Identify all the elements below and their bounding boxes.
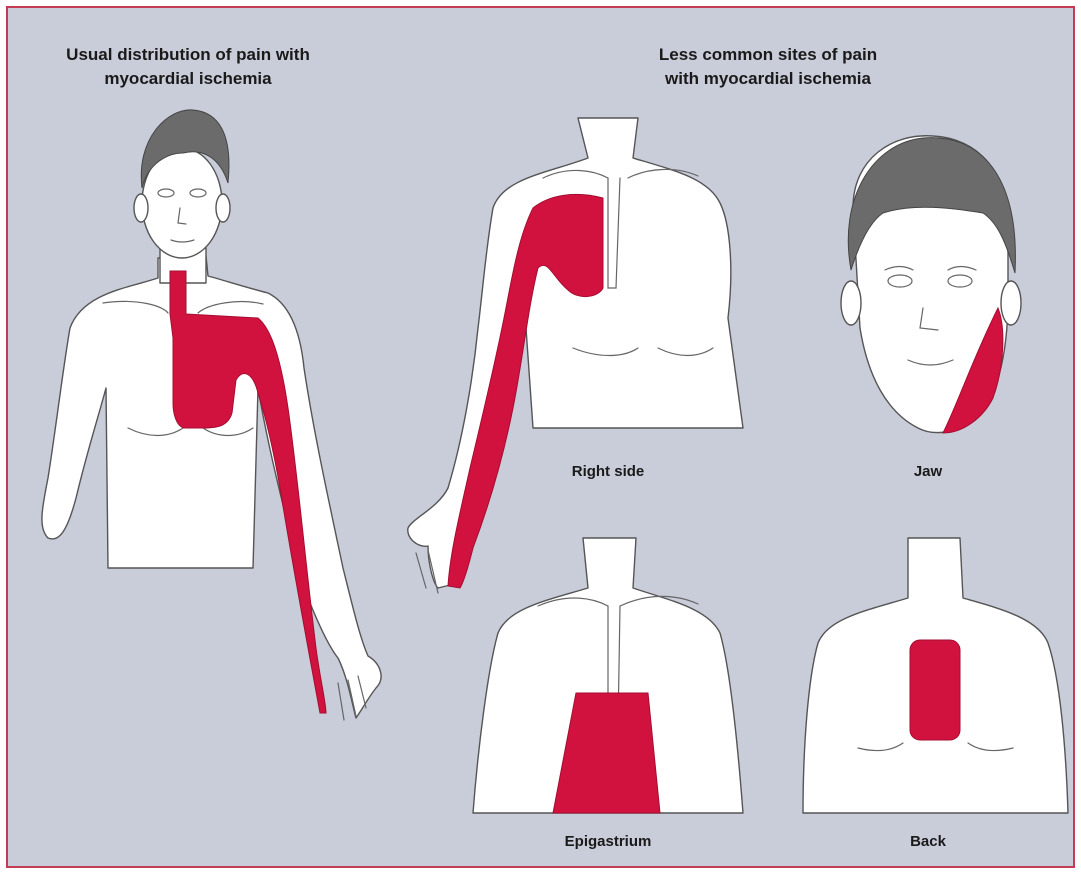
diagram-art: .skin { fill: #ffffff; stroke: #555555; …: [8, 8, 1075, 868]
heading-usual-line1: Usual distribution of pain with: [38, 43, 338, 67]
heading-usual-line2: myocardial ischemia: [38, 67, 338, 91]
figure-usual-distribution: [42, 110, 381, 720]
caption-jaw: Jaw: [888, 460, 968, 484]
pain-back: [910, 640, 960, 740]
caption-back: Back: [888, 830, 968, 854]
figure-epigastrium: [473, 538, 743, 813]
figure-right-side: [408, 118, 743, 593]
ear-right-usual: [216, 194, 230, 222]
figure-back: [803, 538, 1068, 813]
torso-right-side: [408, 118, 743, 588]
caption-epigastrium: Epigastrium: [533, 830, 683, 854]
heading-less-common-line1: Less common sites of pain: [618, 43, 918, 67]
heading-less-common: Less common sites of pain with myocardia…: [618, 43, 918, 91]
ear-left-usual: [134, 194, 148, 222]
heading-less-common-line2: with myocardial ischemia: [618, 67, 918, 91]
heading-usual: Usual distribution of pain with myocardi…: [38, 43, 338, 91]
caption-right-side: Right side: [538, 460, 678, 484]
figure-jaw: [841, 136, 1021, 433]
ear-right-jaw: [1001, 281, 1021, 325]
ear-left-jaw: [841, 281, 861, 325]
diagram-frame: .skin { fill: #ffffff; stroke: #555555; …: [6, 6, 1075, 868]
